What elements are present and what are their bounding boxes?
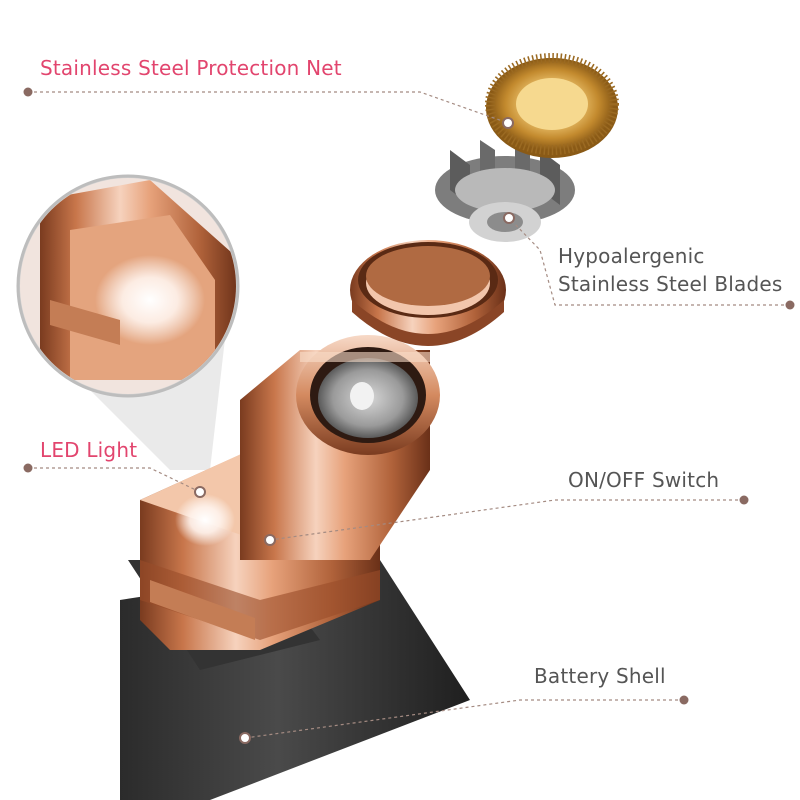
label-blades-line2: Stainless Steel Blades	[558, 272, 783, 296]
leader-line-switch	[269, 499, 744, 541]
leader-line-led	[28, 467, 201, 493]
leader-line-battery	[244, 699, 684, 739]
dot-protection-net-target	[502, 117, 514, 129]
led-glow	[175, 494, 235, 546]
blade-assembly	[435, 140, 575, 242]
dot-blades-target	[503, 212, 515, 224]
protection-net	[485, 53, 619, 158]
leader-lines	[28, 91, 790, 739]
dot-blades-label	[785, 300, 795, 310]
dot-led-target	[194, 486, 206, 498]
label-battery-shell: Battery Shell	[534, 664, 666, 688]
main-tube	[240, 335, 440, 560]
magnified-detail	[16, 174, 240, 398]
dot-battery-label	[679, 695, 689, 705]
label-protection-net: Stainless Steel Protection Net	[40, 56, 342, 80]
dot-battery-target	[239, 732, 251, 744]
label-blades-line1: Hypoalergenic	[558, 244, 705, 268]
dot-protection-net-label	[23, 87, 33, 97]
separator-ring	[350, 240, 506, 346]
label-on-off-switch: ON/OFF Switch	[568, 468, 720, 492]
label-led-light: LED Light	[40, 438, 138, 462]
marker-dots	[23, 87, 795, 744]
dot-switch-label	[739, 495, 749, 505]
dot-switch-target	[264, 534, 276, 546]
leader-line-protection-net	[28, 91, 509, 124]
dot-led-label	[23, 463, 33, 473]
leader-line-blades	[508, 217, 790, 306]
